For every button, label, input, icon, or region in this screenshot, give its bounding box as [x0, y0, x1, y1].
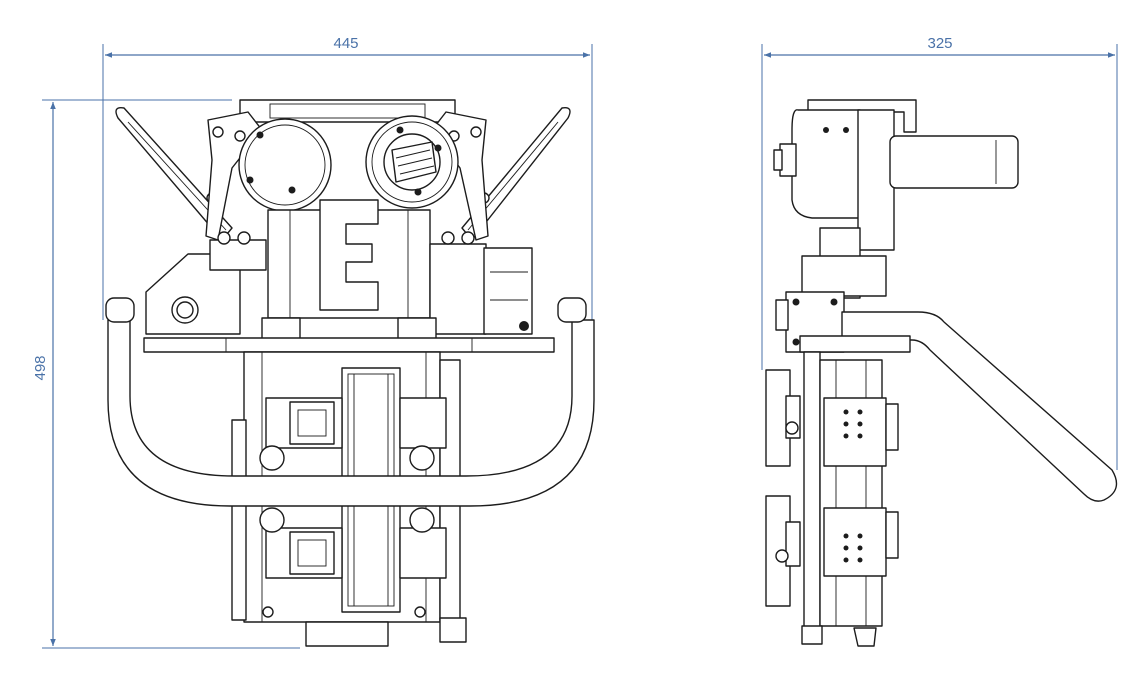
front-width-label: 445	[333, 35, 358, 52]
left-top-clamp	[261, 317, 301, 341]
side-rail	[803, 351, 883, 629]
right-motor-housing	[429, 231, 533, 335]
side-bottom-knob	[853, 627, 877, 647]
bottom-base	[305, 621, 389, 647]
top-plate	[239, 99, 456, 123]
side-crossbar	[799, 335, 911, 353]
upper-carriage	[259, 397, 447, 471]
front-view	[105, 99, 595, 647]
side-lower-carriage	[765, 495, 899, 607]
side-width-label: 325	[927, 35, 952, 52]
crossbar-plate	[143, 337, 555, 353]
right-top-clamp	[397, 317, 437, 341]
dimension-side-width: 325	[761, 35, 1118, 470]
left-motor-housing	[145, 231, 267, 335]
dimension-front-height: 498	[32, 99, 300, 649]
side-motor	[773, 109, 1019, 251]
side-bottom-foot	[801, 625, 823, 645]
lower-carriage	[259, 507, 447, 579]
handle-bar	[105, 297, 595, 507]
center-body	[267, 199, 431, 319]
right-clamp-ring	[365, 115, 459, 209]
side-handle	[841, 311, 1118, 502]
side-view	[765, 99, 1118, 647]
side-upper-carriage	[765, 369, 899, 467]
front-height-label: 498	[32, 355, 49, 380]
left-clamp-ring	[238, 118, 332, 212]
dimension-front-width: 445	[102, 35, 593, 320]
bottom-knob	[439, 617, 467, 643]
